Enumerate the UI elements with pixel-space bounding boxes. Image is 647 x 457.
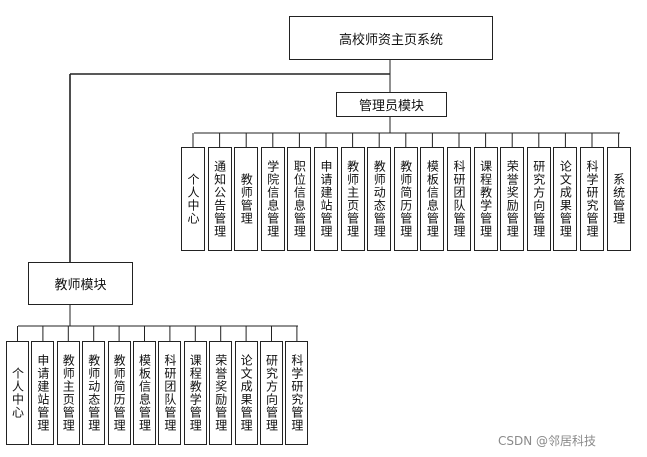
admin-function-label: 学院信息管理	[265, 160, 280, 238]
teacher-function-node: 科研团队管理	[158, 341, 182, 445]
teacher-function-label: 论文成果管理	[239, 354, 254, 432]
admin-function-node: 学院信息管理	[260, 147, 285, 251]
admin-function-node: 教师动态管理	[367, 147, 392, 251]
admin-function-node: 职位信息管理	[287, 147, 312, 251]
admin-function-node: 教师主页管理	[340, 147, 365, 251]
admin-function-label: 课程教学管理	[478, 160, 493, 238]
teacher-function-label: 研究方向管理	[264, 354, 279, 432]
teacher-module-label: 教师模块	[54, 278, 107, 293]
teacher-function-label: 教师简历管理	[112, 354, 127, 432]
admin-function-node: 研究方向管理	[526, 147, 551, 251]
admin-function-node: 系统管理	[606, 147, 631, 251]
admin-function-node: 科学研究管理	[580, 147, 604, 251]
teacher-function-label: 课程教学管理	[188, 354, 203, 432]
admin-function-label: 模板信息管理	[425, 160, 440, 238]
admin-function-label: 教师简历管理	[398, 160, 413, 238]
teacher-function-node: 教师动态管理	[82, 341, 106, 445]
teacher-function-node: 课程教学管理	[183, 341, 207, 445]
admin-function-label: 科学研究管理	[585, 160, 599, 238]
teacher-function-node: 申请建站管理	[31, 341, 55, 445]
teacher-function-node: 荣誉奖励管理	[209, 341, 233, 445]
teacher-function-label: 教师主页管理	[61, 354, 76, 432]
admin-function-label: 科研团队管理	[452, 160, 466, 238]
teacher-function-label: 科研团队管理	[162, 354, 177, 432]
admin-module-label: 管理员模块	[358, 99, 424, 114]
teacher-function-node: 模板信息管理	[133, 341, 156, 445]
watermark: CSDN @邻居科技	[498, 434, 597, 448]
admin-function-label: 教师主页管理	[345, 160, 360, 238]
teacher-module-node: 教师模块	[28, 262, 133, 305]
admin-function-label: 职位信息管理	[292, 160, 307, 238]
admin-function-node: 申请建站管理	[314, 147, 338, 251]
admin-function-label: 论文成果管理	[558, 160, 573, 238]
teacher-function-node: 教师简历管理	[107, 341, 131, 445]
teacher-function-node: 个人中心	[6, 341, 29, 445]
admin-function-node: 通知公告管理	[207, 147, 232, 251]
admin-function-label: 个人中心	[186, 173, 200, 225]
admin-function-node: 教师简历管理	[393, 147, 418, 251]
admin-function-label: 荣誉奖励管理	[505, 160, 520, 238]
admin-function-node: 模板信息管理	[420, 147, 445, 251]
admin-function-label: 教师动态管理	[372, 160, 387, 238]
teacher-function-label: 荣誉奖励管理	[213, 354, 228, 432]
admin-function-node: 论文成果管理	[553, 147, 578, 251]
teacher-function-node: 科学研究管理	[285, 341, 309, 445]
admin-module-node: 管理员模块	[336, 92, 447, 117]
admin-function-label: 申请建站管理	[319, 160, 333, 238]
admin-function-node: 科研团队管理	[447, 147, 471, 251]
admin-function-node: 个人中心	[181, 147, 205, 251]
root-label: 高校师资主页系统	[338, 32, 443, 48]
teacher-function-node: 论文成果管理	[234, 341, 258, 445]
teacher-function-label: 个人中心	[10, 367, 25, 419]
root-node: 高校师资主页系统	[289, 16, 493, 60]
admin-function-node: 课程教学管理	[473, 147, 498, 251]
teacher-function-label: 模板信息管理	[137, 354, 152, 432]
admin-function-node: 荣誉奖励管理	[500, 147, 525, 251]
admin-function-label: 研究方向管理	[531, 160, 546, 238]
teacher-function-node: 研究方向管理	[260, 341, 283, 445]
teacher-function-label: 教师动态管理	[86, 354, 101, 432]
admin-function-label: 教师管理	[239, 173, 254, 225]
teacher-function-node: 教师主页管理	[56, 341, 80, 445]
admin-function-label: 系统管理	[611, 173, 626, 225]
teacher-function-label: 申请建站管理	[35, 354, 50, 432]
admin-function-node: 教师管理	[234, 147, 259, 251]
teacher-function-label: 科学研究管理	[289, 354, 304, 432]
admin-function-label: 通知公告管理	[212, 160, 227, 238]
